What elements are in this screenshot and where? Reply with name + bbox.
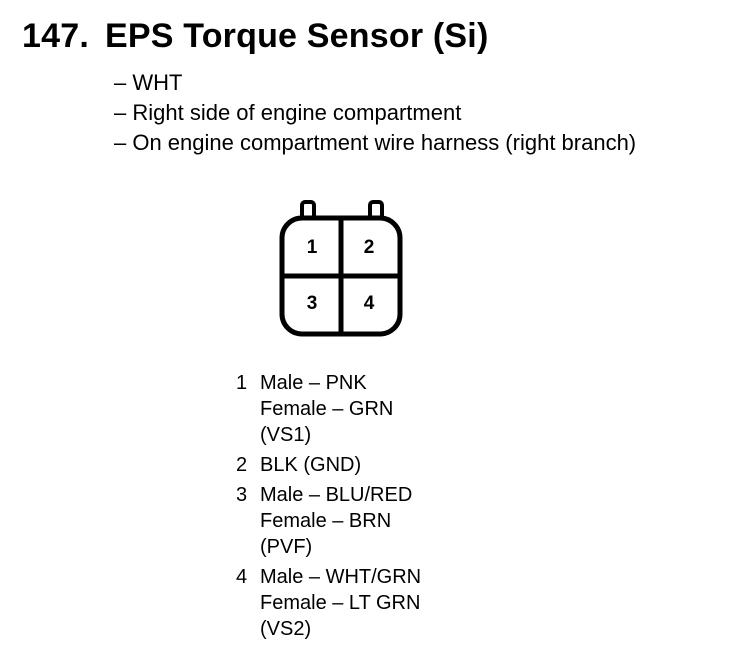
pin-1-entry: 1 Male – PNK Female – GRN (VS1) bbox=[236, 370, 421, 448]
pinout-list: 1 Male – PNK Female – GRN (VS1) 2 BLK (G… bbox=[236, 370, 421, 646]
pin-4-entry: 4 Male – WHT/GRN Female – LT GRN (VS2) bbox=[236, 564, 421, 642]
pin-1-female-wire: Female – GRN bbox=[260, 398, 394, 420]
pin-3-entry: 3 Male – BLU/RED Female – BRN (PVF) bbox=[236, 482, 421, 560]
cavity-3-label: 3 bbox=[307, 293, 318, 314]
pin-number: 4 bbox=[236, 566, 248, 588]
pin-3-signal: (PVF) bbox=[260, 536, 313, 558]
note-location: – Right side of engine compartment bbox=[114, 100, 462, 125]
pin-3-male-wire: Male – BLU/RED bbox=[260, 484, 413, 506]
note-color: – WHT bbox=[114, 70, 183, 95]
pin-2-wire: BLK (GND) bbox=[260, 454, 362, 476]
pin-1-signal: (VS1) bbox=[260, 424, 312, 446]
note-harness: – On engine compartment wire harness (ri… bbox=[114, 130, 637, 155]
connector-face-diagram: 1 2 3 4 bbox=[279, 200, 403, 337]
pin-number: 3 bbox=[236, 484, 248, 506]
pin-number: 2 bbox=[236, 454, 248, 476]
pin-number: 1 bbox=[236, 372, 248, 394]
pin-2-entry: 2 BLK (GND) bbox=[236, 452, 421, 478]
title-text: EPS Torque Sensor (Si) bbox=[104, 17, 489, 55]
pin-4-female-wire: Female – LT GRN bbox=[260, 592, 421, 614]
cavity-4-label: 4 bbox=[364, 293, 375, 314]
title-number: 147. bbox=[22, 17, 89, 55]
page-title: 147. EPS Torque Sensor (Si) bbox=[22, 14, 488, 58]
cavity-1-label: 1 bbox=[307, 237, 318, 258]
pin-3-female-wire: Female – BRN bbox=[260, 510, 392, 532]
cavity-2-label: 2 bbox=[364, 237, 375, 258]
pin-1-male-wire: Male – PNK bbox=[260, 372, 367, 394]
pin-4-signal: (VS2) bbox=[260, 618, 312, 640]
pin-4-male-wire: Male – WHT/GRN bbox=[260, 566, 422, 588]
connector-notes: – WHT – Right side of engine compartment… bbox=[114, 68, 636, 158]
